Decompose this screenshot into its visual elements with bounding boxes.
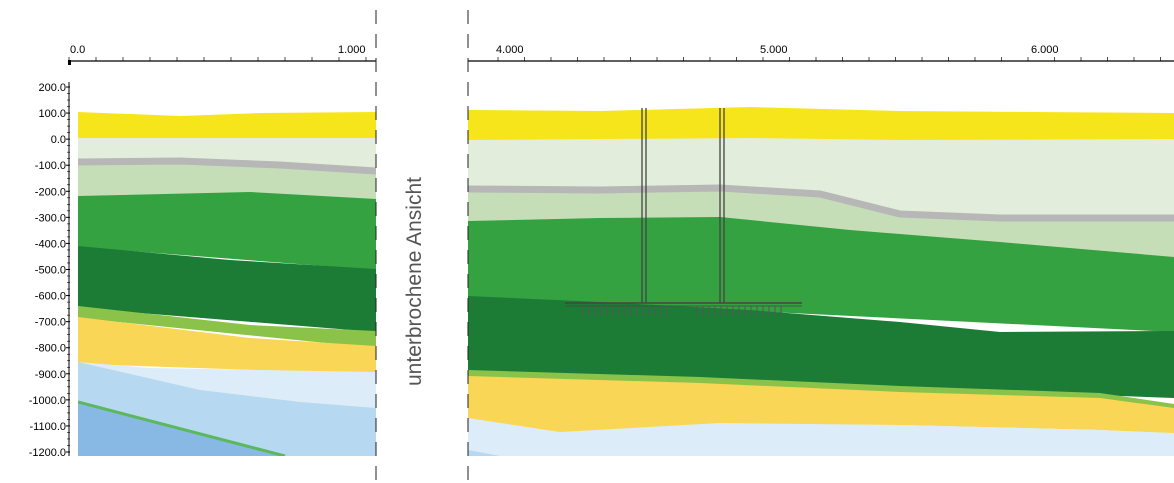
y-tick-label: 0.0 bbox=[51, 134, 66, 146]
depth-axis: 200.0 100.0 0.0 -100.0 -200.0 -300.0 -400.0 -50… bbox=[29, 82, 70, 459]
y-tick-label: -400.0 bbox=[35, 238, 66, 250]
top-axis-left: 0.0 1.000 bbox=[68, 44, 376, 65]
interrupted-view-label: unterbrochene Ansicht bbox=[403, 177, 426, 386]
y-tick-label: -600.0 bbox=[35, 291, 66, 303]
foundation-hatch bbox=[582, 306, 782, 316]
y-tick-label: -800.0 bbox=[35, 343, 66, 355]
y-tick-label: -100.0 bbox=[35, 160, 66, 172]
y-tick-label: -200.0 bbox=[35, 186, 66, 198]
y-tick-label: 100.0 bbox=[38, 108, 66, 120]
pile-foundation bbox=[565, 108, 802, 316]
top-tick-label: 5.000 bbox=[760, 44, 788, 56]
layer-top-yellow bbox=[78, 112, 376, 140]
layer-sand bbox=[468, 376, 1174, 434]
layer-sand bbox=[78, 317, 376, 374]
y-tick-label: -700.0 bbox=[35, 317, 66, 329]
right-panel-layers bbox=[468, 107, 1174, 456]
layer-dark-green bbox=[78, 246, 376, 332]
grey-band bbox=[468, 184, 1174, 222]
layer-light-green bbox=[468, 188, 1174, 258]
left-panel-layers bbox=[78, 112, 376, 456]
top-axis-right: 4.000 5.000 6.000 bbox=[468, 44, 1174, 62]
y-tick-label: -1200.0 bbox=[29, 447, 66, 459]
layer-light-green bbox=[78, 162, 376, 200]
layer-pale-blue bbox=[468, 418, 1174, 456]
top-tick-label: 6.000 bbox=[1031, 44, 1059, 56]
layer-dark-green bbox=[468, 296, 1174, 398]
top-tick-label: 0.0 bbox=[70, 44, 85, 56]
y-tick-label: 200.0 bbox=[38, 82, 66, 94]
layer-mid-green bbox=[78, 192, 376, 270]
y-tick-label: -300.0 bbox=[35, 212, 66, 224]
layer-lime bbox=[78, 306, 376, 348]
top-tick-label: 1.000 bbox=[338, 44, 366, 56]
top-tick-label: 4.000 bbox=[496, 44, 524, 56]
layer-top-yellow bbox=[468, 107, 1174, 145]
y-tick-label: -1000.0 bbox=[29, 395, 66, 407]
y-tick-label: -500.0 bbox=[35, 265, 66, 277]
y-tick-label: -900.0 bbox=[35, 369, 66, 381]
layer-light-blue bbox=[468, 450, 500, 456]
y-tick-label: -1100.0 bbox=[30, 421, 67, 433]
grey-band bbox=[78, 157, 376, 175]
green-boundary-line bbox=[78, 400, 286, 456]
